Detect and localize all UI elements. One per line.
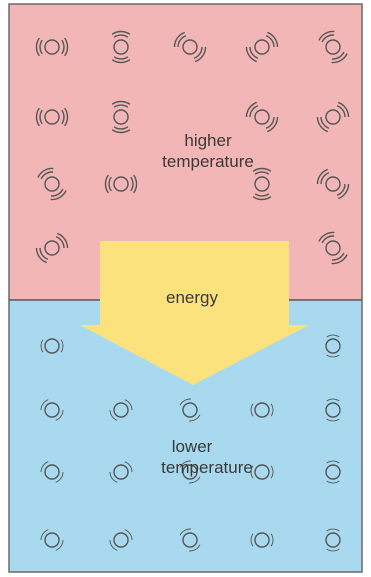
particle	[250, 532, 274, 548]
particle	[325, 334, 341, 358]
particle	[245, 101, 279, 133]
particle	[35, 107, 69, 127]
hot-label-line1: higher	[184, 131, 232, 150]
particle	[40, 399, 64, 421]
particle	[316, 101, 350, 133]
particles	[35, 30, 350, 552]
particle	[252, 167, 272, 201]
particle	[179, 398, 201, 422]
particle	[109, 399, 133, 421]
particle	[250, 464, 274, 480]
particle	[109, 529, 133, 551]
particle	[325, 460, 341, 484]
particle	[245, 31, 279, 63]
particle	[111, 100, 131, 134]
energy-arrow	[80, 241, 309, 385]
particle	[316, 168, 350, 200]
particle	[173, 31, 207, 63]
particle	[111, 30, 131, 64]
cold-label-line1: lower	[171, 437, 213, 456]
particle	[109, 461, 133, 483]
particle	[179, 528, 201, 552]
particle	[325, 398, 341, 422]
cold-label-line2: temperature	[161, 458, 253, 477]
particle	[179, 460, 201, 484]
particle	[35, 37, 69, 57]
particle	[40, 338, 64, 354]
particle	[318, 231, 348, 265]
particle	[104, 174, 138, 194]
particle	[318, 30, 348, 64]
particle	[35, 232, 69, 264]
particle	[37, 167, 67, 201]
hot-label-line2: temperature	[162, 152, 254, 171]
particle	[250, 402, 274, 418]
particle	[325, 528, 341, 552]
particle	[40, 529, 64, 551]
particle	[40, 461, 64, 483]
energy-label: energy	[166, 288, 218, 307]
